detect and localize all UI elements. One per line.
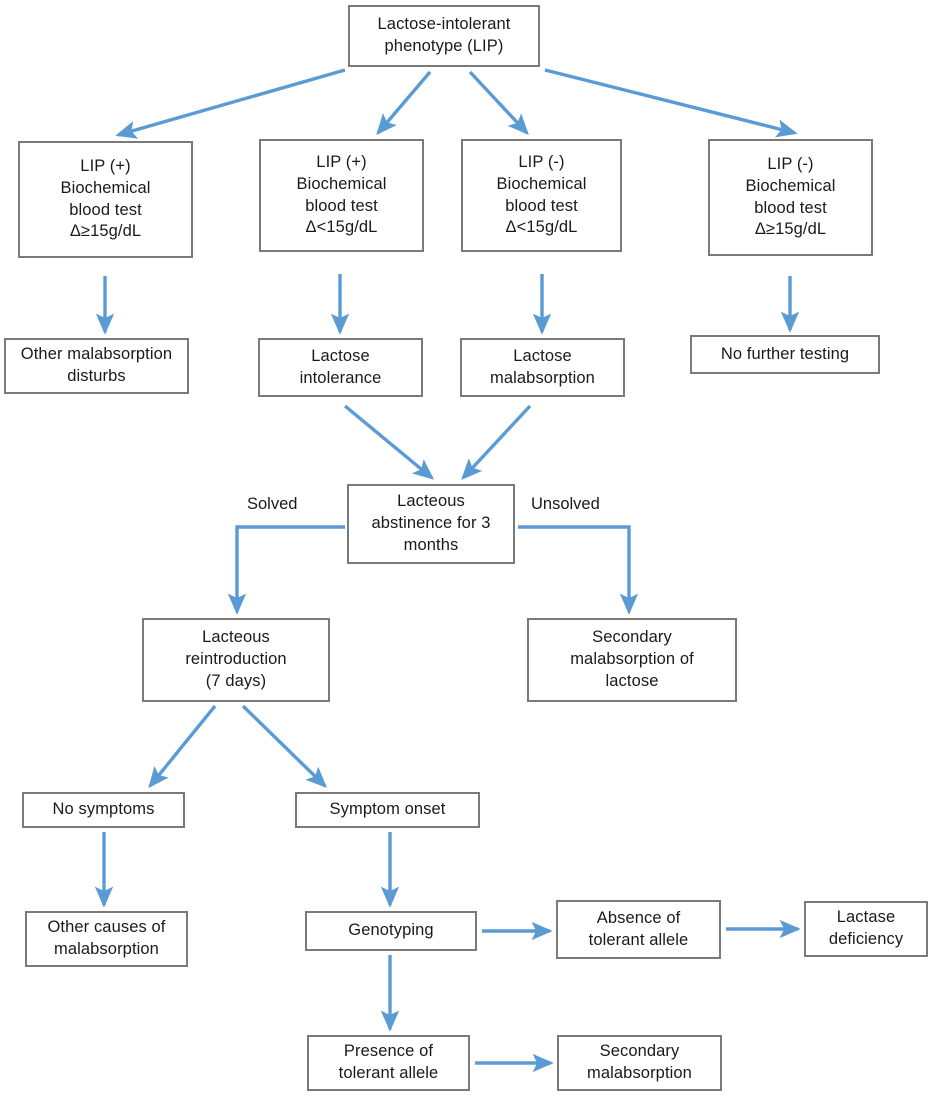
edge-abstinence-solved [227,525,345,615]
node-lactose-intolerance[interactable]: Lactose intolerance [258,338,423,397]
node-lip-negative-delta-ge-15[interactable]: LIP (-) Biochemical blood test Δ≥15g/dL [708,139,873,256]
node-lip-positive-delta-ge-15[interactable]: LIP (+) Biochemical blood test Δ≥15g/dL [18,141,193,258]
edge-label-unsolved: Unsolved [531,495,600,513]
node-lactose-malabsorption[interactable]: Lactose malabsorption [460,338,625,397]
node-lactase-deficiency[interactable]: Lactase deficiency [804,901,928,957]
node-lacteous-abstinence[interactable]: Lacteous abstinence for 3 months [347,484,515,564]
edge-lip-to-lippos-lt15 [376,70,432,136]
edge-intolerance-to-abstinence [343,404,435,480]
node-secondary-malabsorption-of-lactose[interactable]: Secondary malabsorption of lactose [527,618,737,702]
node-lip-negative-delta-lt-15[interactable]: LIP (-) Biochemical blood test Δ<15g/dL [461,139,622,252]
edge-lip-to-lipneg-ge15 [544,68,798,138]
node-genotyping[interactable]: Genotyping [305,911,477,951]
node-secondary-malabsorption[interactable]: Secondary malabsorption [557,1035,722,1091]
edge-abstinence-unsolved [518,525,639,615]
edge-label-solved: Solved [247,495,298,513]
node-lip-positive-delta-lt-15[interactable]: LIP (+) Biochemical blood test Δ<15g/dL [259,139,424,252]
node-other-causes-of-malabsorption[interactable]: Other causes of malabsorption [25,911,188,967]
node-absence-of-tolerant-allele[interactable]: Absence of tolerant allele [556,900,721,959]
node-other-malabsorption-disturbs[interactable]: Other malabsorption disturbs [4,338,189,394]
edge-lip-to-lippos-ge15 [115,68,346,139]
node-no-further-testing[interactable]: No further testing [690,335,880,374]
node-lacteous-reintroduction[interactable]: Lacteous reintroduction (7 days) [142,618,330,702]
node-lip-phenotype[interactable]: Lactose-intolerant phenotype (LIP) [348,5,540,67]
edge-malabsorption-to-abstinence [461,404,532,480]
node-no-symptoms[interactable]: No symptoms [22,792,185,828]
edge-lip-to-lipneg-lt15 [468,70,529,135]
edge-reintroduction-to-no-symptoms [148,704,217,789]
edge-reintroduction-to-symptom-onset [241,704,327,788]
node-presence-of-tolerant-allele[interactable]: Presence of tolerant allele [307,1035,470,1091]
node-symptom-onset[interactable]: Symptom onset [295,792,480,828]
